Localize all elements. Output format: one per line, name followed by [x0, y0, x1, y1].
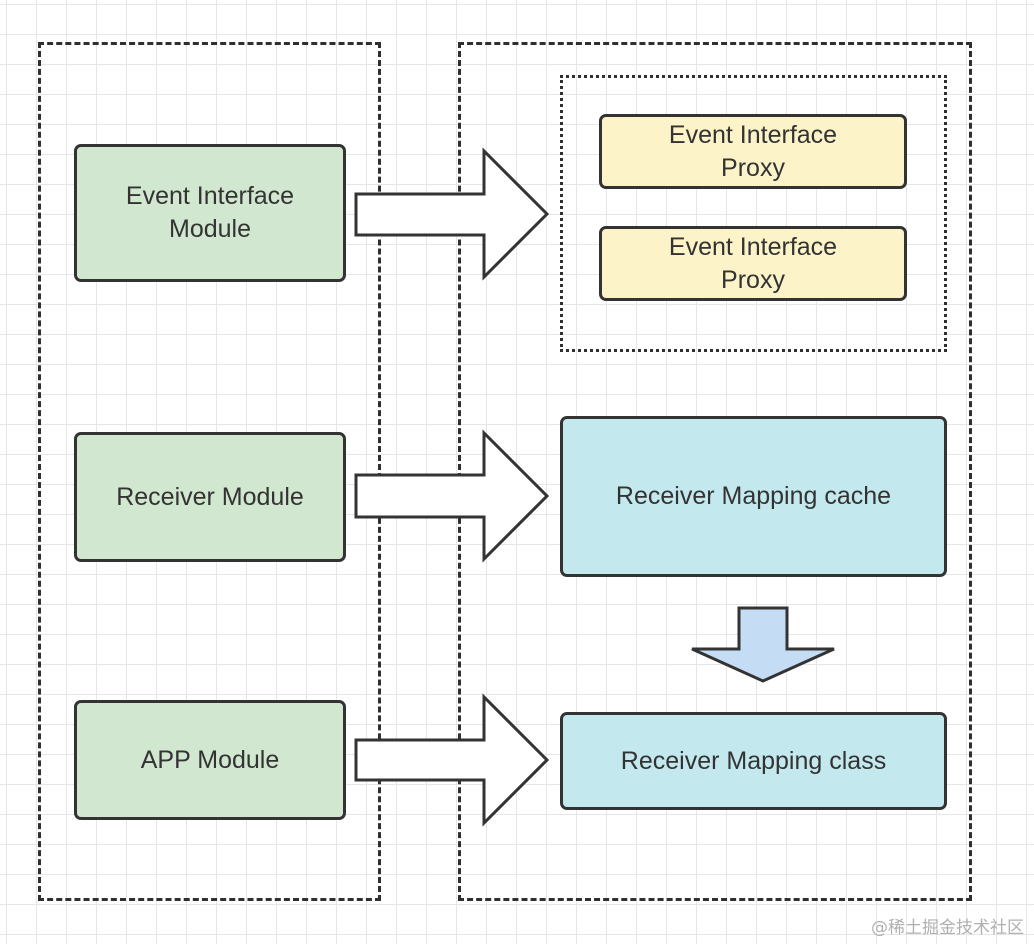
receiver-module-box[interactable]: Receiver Module [74, 432, 346, 562]
app-module-label: APP Module [140, 745, 280, 774]
event-interface-module-box[interactable]: Event Interface Module [74, 144, 346, 282]
receiver-mapping-cache-box[interactable]: Receiver Mapping cache [560, 416, 947, 577]
event-interface-proxy-box-2[interactable]: Event Interface Proxy [599, 226, 907, 301]
event-interface-proxy-box-1[interactable]: Event Interface Proxy [599, 114, 907, 189]
receiver-mapping-class-label: Receiver Mapping class [620, 746, 887, 775]
proxy-group [560, 75, 947, 352]
receiver-mapping-cache-label: Receiver Mapping cache [615, 482, 892, 510]
watermark: @稀土掘金技术社区 [871, 918, 1024, 938]
event-interface-module-label: Event Interface Module [125, 182, 295, 243]
receiver-mapping-class-box[interactable]: Receiver Mapping class [560, 712, 947, 810]
app-module-box[interactable]: APP Module [74, 700, 346, 820]
event-interface-proxy-label-1: Event Interface Proxy [668, 120, 838, 182]
receiver-module-label: Receiver Module [116, 482, 304, 511]
event-interface-proxy-label-2: Event Interface Proxy [668, 232, 838, 294]
